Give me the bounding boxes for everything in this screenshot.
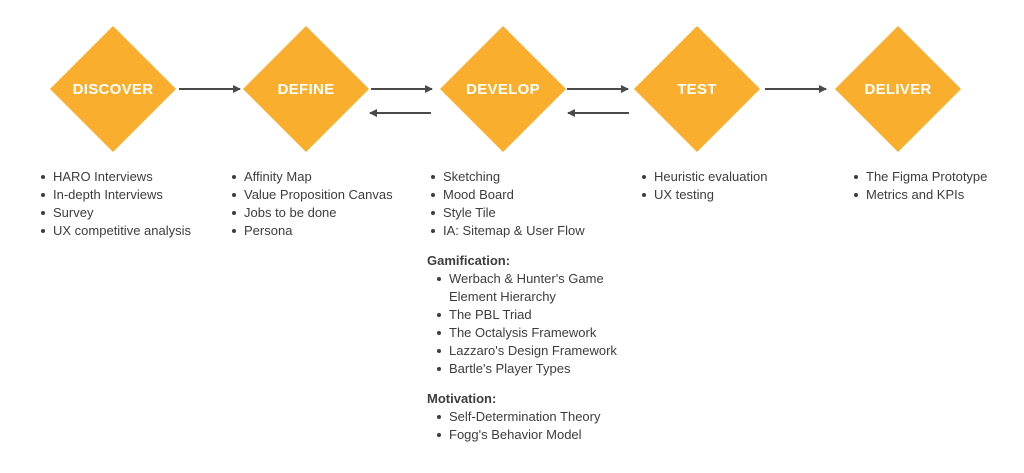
list-item: Affinity Map — [228, 168, 393, 186]
define-label: DEFINE — [278, 81, 335, 98]
list-item: The Octalysis Framework — [433, 324, 634, 342]
list-item: Fogg's Behavior Model — [433, 426, 634, 444]
test-label: TEST — [677, 81, 717, 98]
discover-label: DISCOVER — [73, 81, 154, 98]
test-diamond — [634, 26, 760, 152]
gamification-heading: Gamification: — [427, 253, 511, 268]
list-item: Jobs to be done — [228, 204, 393, 222]
list-item: The Figma Prototype — [850, 168, 987, 186]
list-item: Lazzaro's Design Framework — [433, 342, 634, 360]
develop-diamond — [440, 26, 566, 152]
list-item: The PBL Triad — [433, 306, 634, 324]
list-item: Value Proposition Canvas — [228, 186, 393, 204]
develop-label: DEVELOP — [466, 81, 540, 98]
deliver-diamond — [835, 26, 961, 152]
list-item: Persona — [228, 222, 393, 240]
list-item: UX competitive analysis — [37, 222, 191, 240]
define-diamond — [243, 26, 369, 152]
list-item: Sketching — [427, 168, 634, 186]
discover-list: HARO Interviews In-depth Interviews Surv… — [37, 168, 191, 240]
stage-deliver: DELIVER — [835, 26, 961, 152]
motivation-heading: Motivation: — [427, 391, 497, 406]
stage-discover: DISCOVER — [50, 26, 176, 152]
list-item: In-depth Interviews — [37, 186, 191, 204]
discover-diamond — [50, 26, 176, 152]
list-item: Werbach & Hunter's Game Element Hierarch… — [433, 270, 634, 306]
stage-define: DEFINE — [243, 26, 369, 152]
stage-develop: DEVELOP — [440, 26, 566, 152]
deliver-label: DELIVER — [864, 81, 931, 98]
list-item: IA: Sitemap & User Flow — [427, 222, 634, 240]
list-item: Mood Board — [427, 186, 634, 204]
list-item: Metrics and KPIs — [850, 186, 987, 204]
list-item: Style Tile — [427, 204, 634, 222]
gamification-section: Gamification: Werbach & Hunter's Game El… — [427, 252, 634, 378]
list-item: HARO Interviews — [37, 168, 191, 186]
deliver-list: The Figma Prototype Metrics and KPIs — [850, 168, 987, 204]
list-item: Heuristic evaluation — [638, 168, 767, 186]
list-item: UX testing — [638, 186, 767, 204]
list-item: Survey — [37, 204, 191, 222]
list-item: Bartle's Player Types — [433, 360, 634, 378]
motivation-section: Motivation: Self-Determination Theory Fo… — [427, 390, 634, 444]
list-item: Self-Determination Theory — [433, 408, 634, 426]
develop-list: Sketching Mood Board Style Tile IA: Site… — [427, 168, 634, 444]
process-flow: DISCOVER DEFINE DEVELOP TEST DELIVER — [50, 26, 961, 152]
test-list: Heuristic evaluation UX testing — [638, 168, 767, 204]
stage-test: TEST — [634, 26, 760, 152]
define-list: Affinity Map Value Proposition Canvas Jo… — [228, 168, 393, 240]
